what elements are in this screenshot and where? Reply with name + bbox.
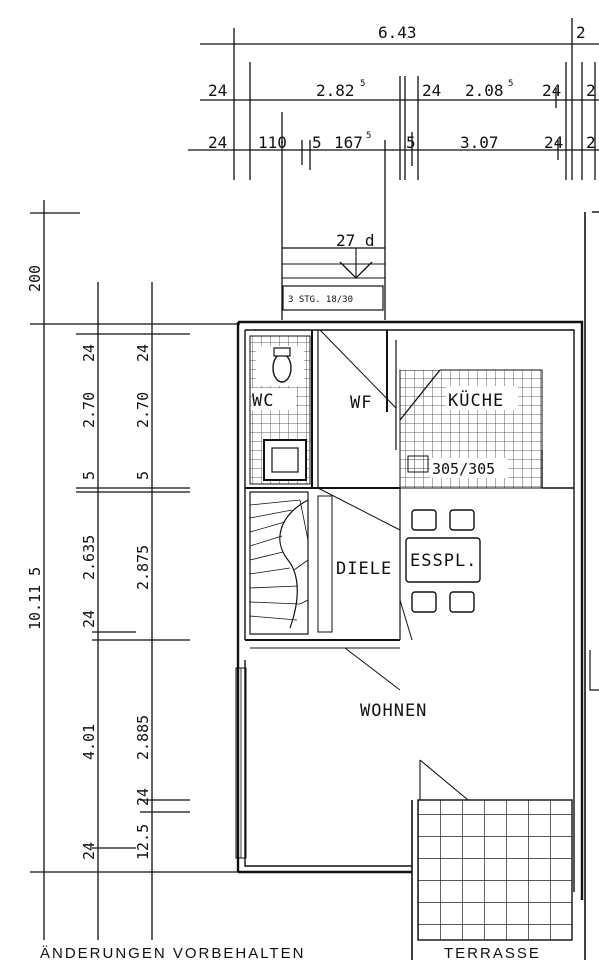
- dim-r2-right-room: 2.08: [465, 81, 504, 100]
- dim-b-thin: 5: [134, 471, 152, 480]
- dim-top-right-cut: 2: [576, 23, 586, 42]
- dim-r2-wall-right: 24: [542, 81, 561, 100]
- dim-a-wall-bottom: 24: [80, 842, 98, 860]
- dim-top-total: 6.43: [378, 23, 417, 42]
- dim-b-living: 2.885: [134, 715, 152, 760]
- room-labels: WC WF KÜCHE 305/305 DIELE ESSPL. WOHNEN …: [252, 386, 541, 960]
- room-diele-label: DIELE: [336, 559, 392, 579]
- dim-r3-wf-sup: 5: [366, 131, 371, 141]
- top-dimension-texts: 6.43 2 24 2.82 5 24 2.08 5 24 2 24 110 5…: [208, 23, 596, 152]
- room-wf-label: WF: [350, 393, 372, 413]
- dim-b-wc: 2.70: [134, 392, 152, 428]
- dim-b-wall-bottom: 24: [134, 788, 152, 806]
- chair-icon: [411, 509, 437, 531]
- dim-a-living: 4.01: [80, 724, 98, 760]
- dim-a-wall-top: 24: [80, 344, 98, 362]
- dim-r2-left-room: 2.82: [316, 81, 355, 100]
- stair-note: 3 STG. 18/30: [288, 295, 353, 305]
- dim-r3-wall-thin-2: 5: [406, 133, 416, 152]
- dim-r3-wall-thin: 5: [312, 133, 322, 152]
- dim-r2-left-room-sup: 5: [360, 79, 365, 89]
- chair-icon: [449, 509, 475, 531]
- walls: [235, 211, 599, 960]
- room-wohnen-label: WOHNEN: [360, 701, 427, 721]
- dim-a-wc: 2.70: [80, 392, 98, 428]
- dim-r2-wall-mid: 24: [422, 81, 441, 100]
- dining-set: [405, 509, 481, 613]
- terrace-label: TERRASSE: [444, 945, 541, 960]
- room-wc-label: WC: [252, 391, 274, 411]
- dim-r2-wall-left: 24: [208, 81, 227, 100]
- chair-icon: [449, 591, 475, 613]
- kitchen-plinth: [407, 455, 429, 473]
- interior-staircase: [249, 491, 333, 635]
- dim-a-stair: 2.635: [80, 535, 98, 580]
- dim-r3-wf: 167: [334, 133, 363, 152]
- kitchen-size-label: 305/305: [432, 460, 495, 478]
- dim-r3-kitchen: 3.07: [460, 133, 499, 152]
- dim-b-diele: 2.875: [134, 545, 152, 590]
- dim-r3-wc: 110: [258, 133, 287, 152]
- room-esspl-label: ESSPL.: [410, 551, 477, 571]
- toilet-icon: [272, 353, 292, 383]
- dim-r3-right-cut: 2: [586, 133, 596, 152]
- dim-r2-right-room-sup: 5: [508, 79, 513, 89]
- dim-r3-wall-right: 24: [544, 133, 563, 152]
- terrace-paving: [417, 799, 573, 941]
- dim-r2-right-cut: 2: [586, 81, 596, 100]
- entrance-stair: 27 d 3 STG. 18/30: [282, 231, 385, 311]
- dim-b-terrace-step: 12.5: [134, 824, 152, 860]
- dim-left-total: 10.11 5: [26, 567, 44, 630]
- dim-left-outer-top: 200: [26, 265, 44, 292]
- dim-r3-wall-left: 24: [208, 133, 227, 152]
- dining-table: [405, 537, 481, 583]
- dim-b-wall-top: 24: [134, 344, 152, 362]
- top-dimension-lines: [188, 18, 599, 320]
- footer-note: ÄNDERUNGEN VORBEHALTEN: [40, 945, 305, 960]
- chair-icon: [411, 591, 437, 613]
- left-dimension-lines: [30, 200, 240, 940]
- dim-a-thin: 5: [80, 471, 98, 480]
- dim-a-wall-mid: 24: [80, 610, 98, 628]
- room-kueche-label: KÜCHE: [448, 389, 504, 411]
- stair-run-label: 27 d: [336, 231, 375, 250]
- left-dimension-texts: 200 10.11 5 24 2.70 5 2.635 24 4.01 24 2…: [26, 265, 152, 860]
